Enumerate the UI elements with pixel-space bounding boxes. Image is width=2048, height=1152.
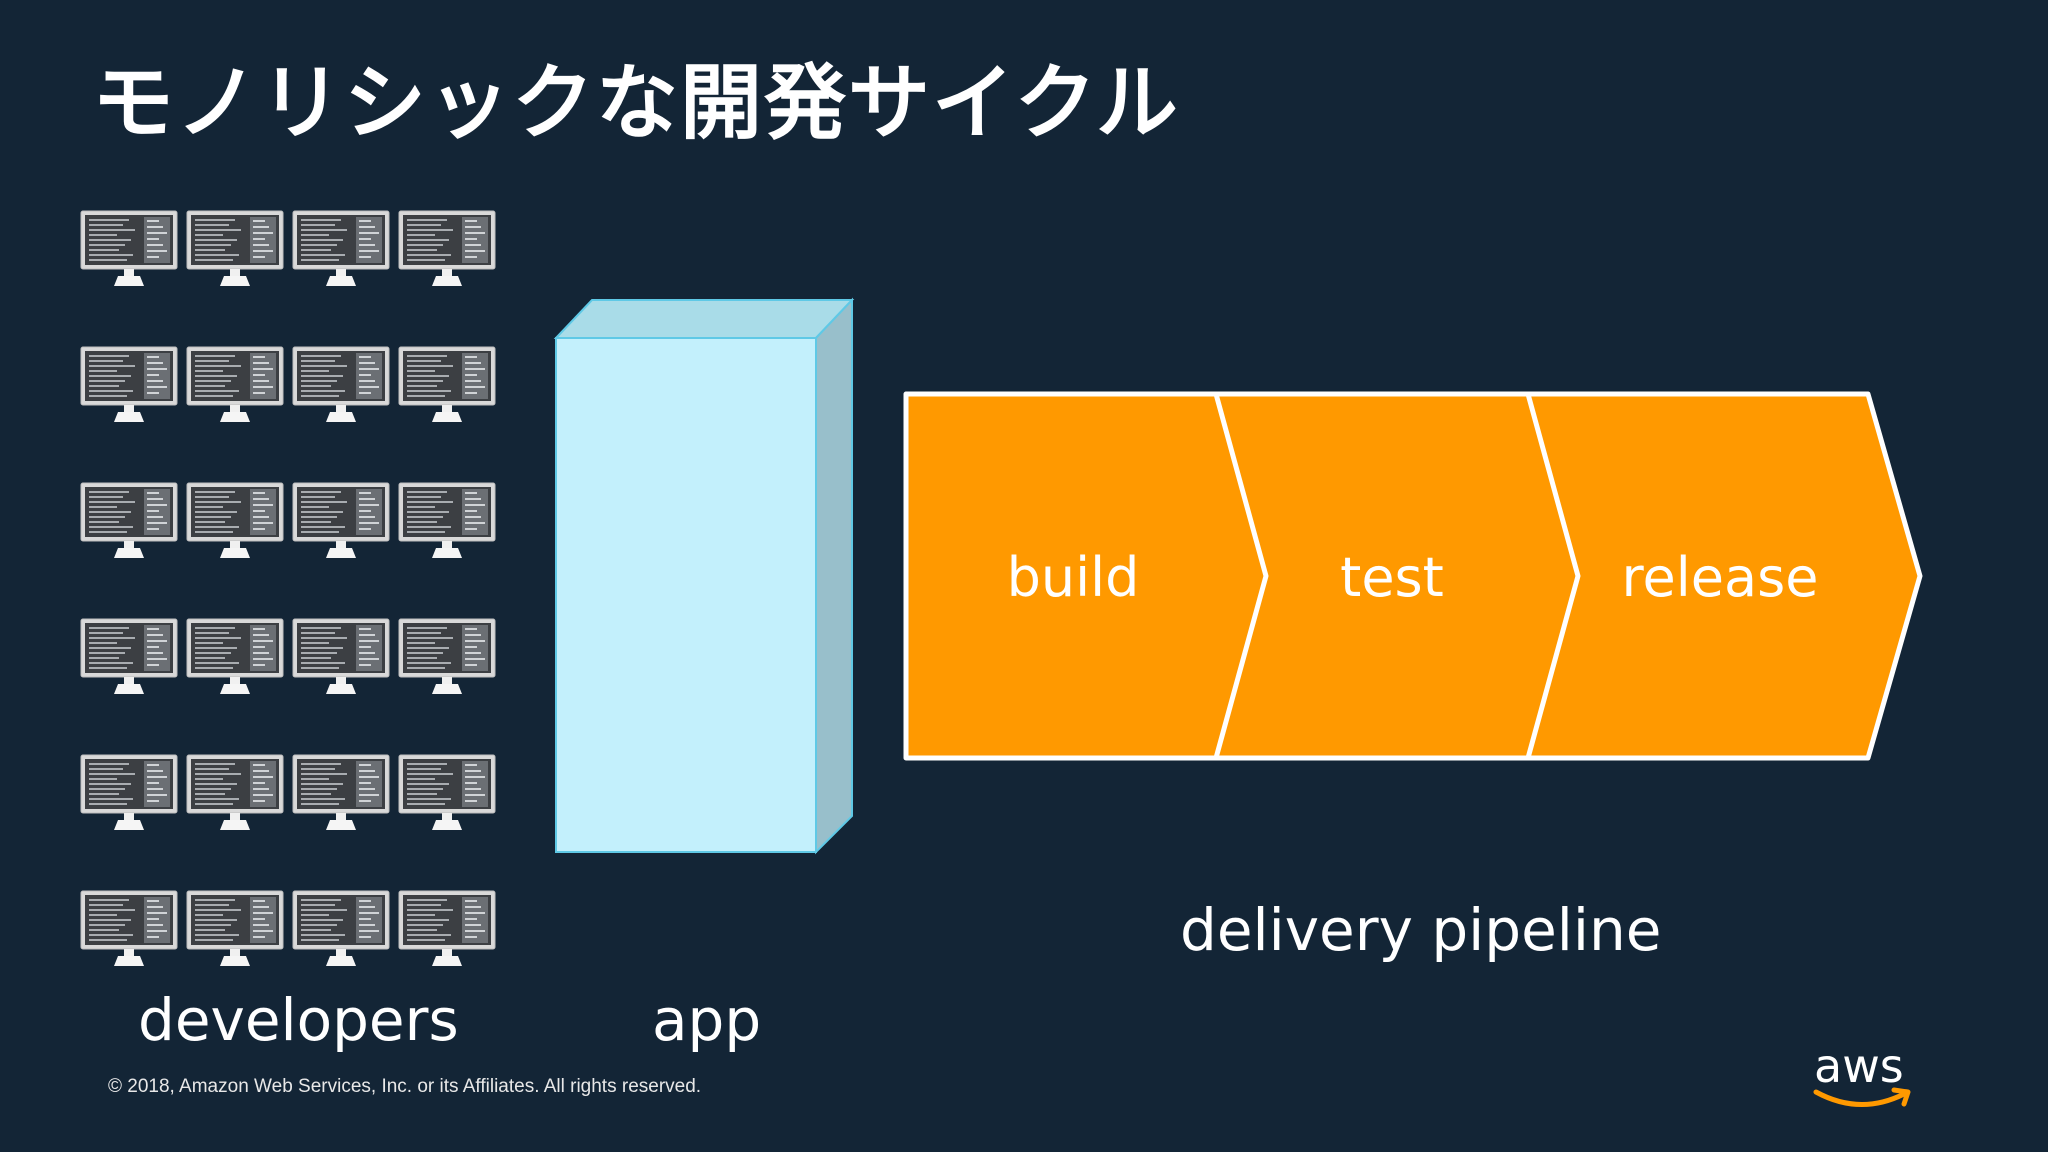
developer-monitor-icon <box>292 754 390 852</box>
stage-release: release <box>1622 546 1819 609</box>
developers-label: developers <box>138 986 459 1054</box>
app-box-front <box>555 337 817 853</box>
developer-monitor-icon <box>398 482 496 580</box>
developer-monitor-icon <box>80 482 178 580</box>
developer-monitor-icon <box>292 210 390 308</box>
aws-logo-text: aws <box>1814 1040 1904 1093</box>
delivery-pipeline-label: delivery pipeline <box>1180 896 1662 964</box>
copyright-notice: © 2018, Amazon Web Services, Inc. or its… <box>108 1076 702 1097</box>
pipeline-divider-1 <box>1213 393 1269 759</box>
developer-monitor-icon <box>186 210 284 308</box>
pipeline-outline <box>903 391 1923 761</box>
aws-logo-icon: aws <box>1813 1040 1911 1107</box>
slide-title: モノリシックな開発サイクル <box>92 56 1180 151</box>
developer-monitor-icon <box>292 346 390 444</box>
developer-monitor-icon <box>398 210 496 308</box>
developer-monitor-icon <box>80 618 178 716</box>
developer-monitor-icon <box>398 346 496 444</box>
delivery-pipeline-arrow: build test release <box>903 391 1923 761</box>
aws-smile-icon <box>1813 1089 1907 1107</box>
stage-build: build <box>1007 546 1140 609</box>
developer-monitor-icon <box>398 890 496 988</box>
developer-monitor-icon <box>186 754 284 852</box>
app-box-top <box>553 299 855 339</box>
stage-test: test <box>1340 546 1444 609</box>
app-label: app <box>652 986 762 1054</box>
developer-monitor-icon <box>80 890 178 988</box>
developer-monitor-icon <box>186 890 284 988</box>
developer-monitor-icon <box>292 890 390 988</box>
developer-monitor-icon <box>80 210 178 308</box>
app-box-side <box>815 297 853 855</box>
developer-monitors <box>80 210 500 970</box>
app-monolith-box <box>553 297 855 855</box>
developer-monitor-icon <box>80 346 178 444</box>
aws-smile-arrow-icon <box>1891 1087 1911 1107</box>
developer-monitor-icon <box>186 482 284 580</box>
developer-monitor-icon <box>292 482 390 580</box>
developer-monitor-icon <box>398 618 496 716</box>
developer-monitor-icon <box>398 754 496 852</box>
developer-monitor-icon <box>186 346 284 444</box>
developer-monitor-icon <box>292 618 390 716</box>
developer-monitor-icon <box>80 754 178 852</box>
developer-monitor-icon <box>186 618 284 716</box>
pipeline-divider-2 <box>1525 393 1581 759</box>
